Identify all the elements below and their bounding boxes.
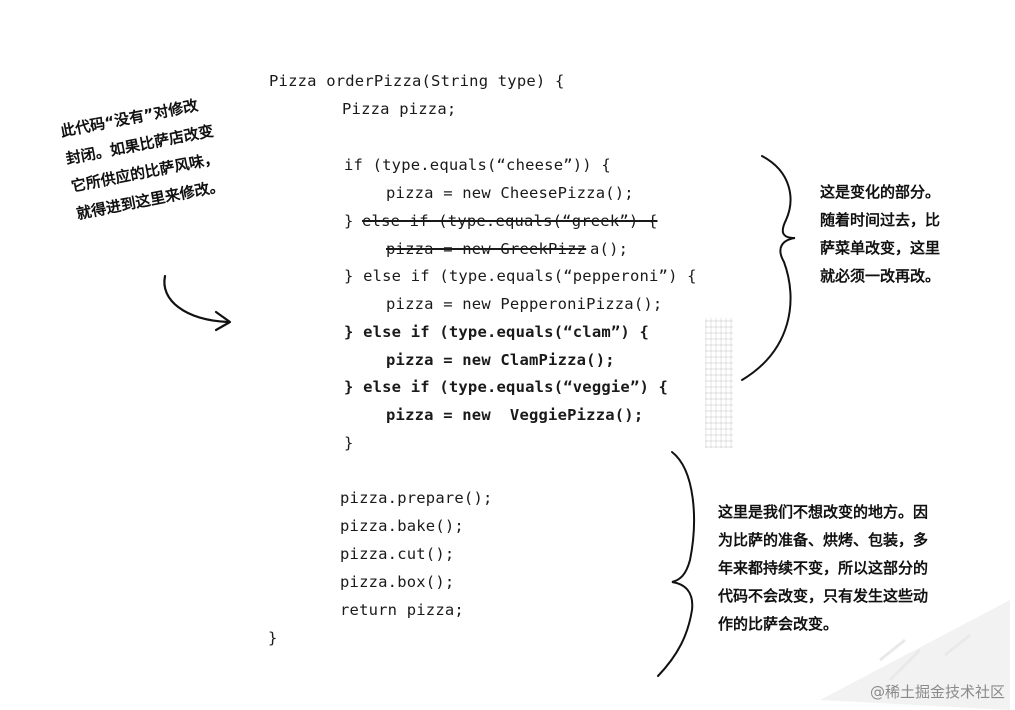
- background-sketch: [820, 600, 1010, 710]
- code-line-if-cheese: if (type.equals(“cheese”)) {: [344, 156, 611, 174]
- code-line-close-if: }: [344, 434, 354, 452]
- code-line-new-veggie: pizza = new VeggiePizza();: [386, 406, 644, 424]
- code-line-else-clam: } else if (type.equals(“clam”) {: [344, 323, 650, 341]
- code-line-declaration: Pizza pizza;: [342, 100, 457, 118]
- annotation-right-top: 这是变化的部分。 随着时间过去，比 萨菜单改变，这里 就必须一改再改。: [820, 183, 941, 285]
- code-line-else-veggie: } else if (type.equals(“veggie”) {: [344, 378, 669, 396]
- code-line-bake: pizza.bake();: [340, 517, 464, 535]
- arrow-icon: [163, 274, 230, 324]
- code-line-signature: Pizza orderPizza(String type) {: [269, 72, 565, 90]
- code-line-else-pepperoni: } else if (type.equals(“pepperoni”) {: [344, 267, 697, 285]
- curly-brace-top-icon: [741, 155, 796, 381]
- code-line-brace: }: [344, 212, 354, 230]
- code-line-cut: pizza.cut();: [340, 545, 455, 563]
- code-line-box: pizza.box();: [340, 573, 455, 591]
- annotation-right-bottom: 这里是我们不想改变的地方。因 为比萨的准备、烘烤、包装，多 年来都持续不变，所以…: [718, 503, 929, 633]
- code-line-return: return pizza;: [340, 601, 464, 619]
- code-line-new-pepperoni: pizza = new PepperoniPizza();: [386, 295, 663, 313]
- curly-brace-bottom-icon: [657, 451, 695, 677]
- code-line-close-method: }: [268, 629, 278, 647]
- code-line-new-clam: pizza = new ClamPizza();: [386, 351, 615, 369]
- scan-noise: [705, 318, 733, 448]
- code-line-new-cheese: pizza = new CheesePizza();: [386, 184, 634, 202]
- watermark: @稀土掘金技术社区: [869, 683, 1005, 701]
- arrowhead-icon: [214, 310, 232, 332]
- code-line-else-greek-struck: else if (type.equals(“greek”) {: [362, 212, 658, 230]
- code-line-new-greek-tail: a();: [590, 240, 629, 258]
- code-line-prepare: pizza.prepare();: [340, 489, 493, 507]
- code-line-new-greek-struck: pizza = new GreekPizz: [386, 240, 587, 258]
